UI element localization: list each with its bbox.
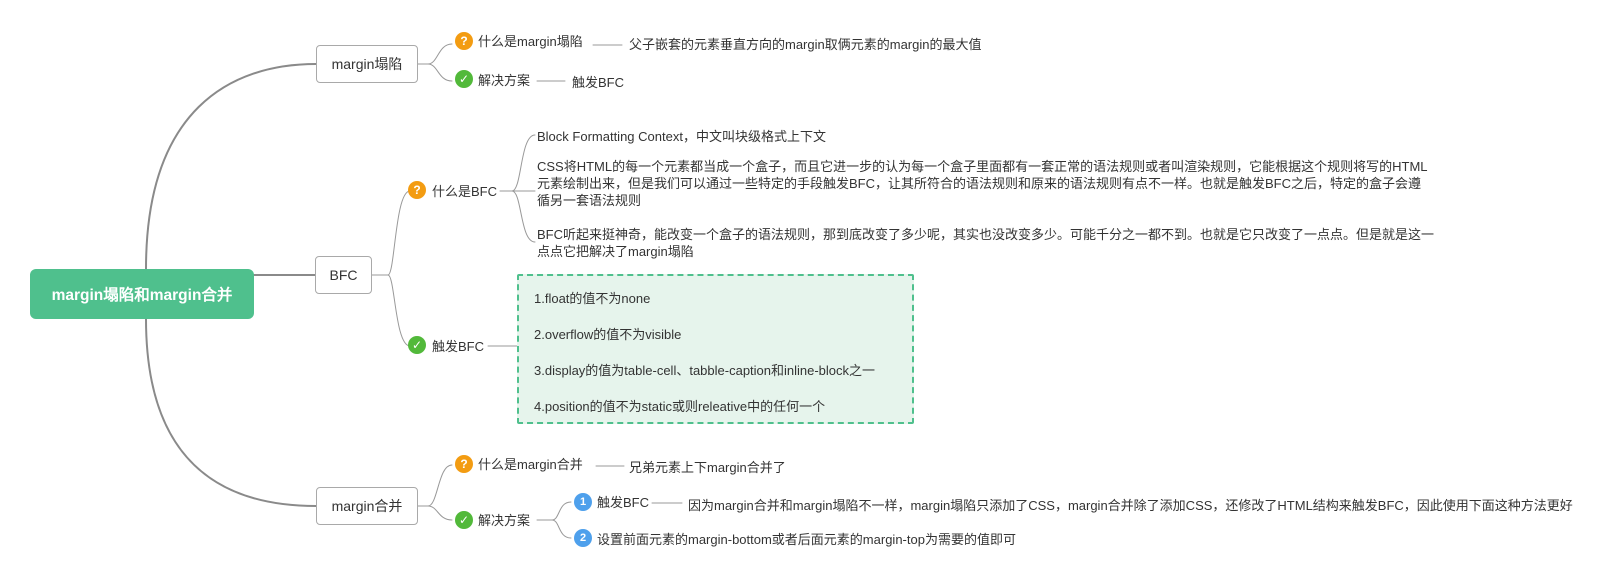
bfc-condition-1: 1.float的值不为none [534, 291, 651, 306]
topic-margin-merge[interactable]: margin合并 [316, 487, 418, 525]
collapse-solution-answer[interactable]: 触发BFC [572, 75, 625, 90]
question-icon: ? [455, 455, 473, 473]
topic-bfc-label: BFC [329, 267, 358, 283]
merge-option-1-label[interactable]: 触发BFC [597, 495, 650, 510]
merge-solution-label[interactable]: 解决方案 [478, 513, 531, 528]
check-icon: ✓ [455, 70, 473, 88]
bfc-what-paragraph-3[interactable]: BFC听起来挺神奇，能改变一个盒子的语法规则，那到底改变了多少呢，其实也没改变多… [537, 227, 1435, 259]
check-icon: ✓ [455, 511, 473, 529]
bfc-what-label[interactable]: 什么是BFC [432, 184, 498, 199]
topic-margin-collapse-label: margin塌陷 [331, 56, 403, 72]
bfc-condition-3: 3.display的值为table-cell、tabble-caption和in… [534, 363, 876, 378]
merge-option-2-label[interactable]: 设置前面元素的margin-bottom或者后面元素的margin-top为需要… [597, 532, 1016, 547]
question-icon: ? [455, 32, 473, 50]
merge-what-label[interactable]: 什么是margin合并 [478, 457, 583, 472]
collapse-what-label[interactable]: 什么是margin塌陷 [478, 34, 583, 49]
collapse-solution-label[interactable]: 解决方案 [478, 73, 531, 88]
bfc-condition-4: 4.position的值不为static或则releative中的任何一个 [534, 399, 826, 414]
merge-option-1-detail[interactable]: 因为margin合并和margin塌陷不一样，margin塌陷只添加了CSS，m… [688, 498, 1573, 513]
topic-margin-merge-label: margin合并 [331, 498, 403, 514]
root-topic[interactable]: margin塌陷和margin合并 [30, 269, 254, 319]
root-topic-label: margin塌陷和margin合并 [51, 287, 233, 304]
bfc-condition-2: 2.overflow的值不为visible [534, 327, 682, 342]
bfc-trigger-conditions-box[interactable]: 1.float的值不为none 2.overflow的值不为visible 3.… [517, 274, 914, 424]
check-icon: ✓ [408, 336, 426, 354]
number-badge-1: 1 [574, 493, 592, 511]
topic-margin-collapse[interactable]: margin塌陷 [316, 45, 418, 83]
bfc-what-paragraph-2[interactable]: CSS将HTML的每一个元素都当成一个盒子，而且它进一步的认为每一个盒子里面都有… [537, 159, 1428, 208]
number-badge-2: 2 [574, 529, 592, 547]
merge-what-answer[interactable]: 兄弟元素上下margin合并了 [629, 460, 786, 475]
collapse-what-answer[interactable]: 父子嵌套的元素垂直方向的margin取俩元素的margin的最大值 [629, 37, 982, 52]
topic-bfc[interactable]: BFC [315, 256, 372, 294]
bfc-what-paragraph-1[interactable]: Block Formatting Context，中文叫块级格式上下文 [537, 129, 826, 144]
bfc-trigger-label[interactable]: 触发BFC [432, 339, 485, 354]
question-icon: ? [408, 181, 426, 199]
